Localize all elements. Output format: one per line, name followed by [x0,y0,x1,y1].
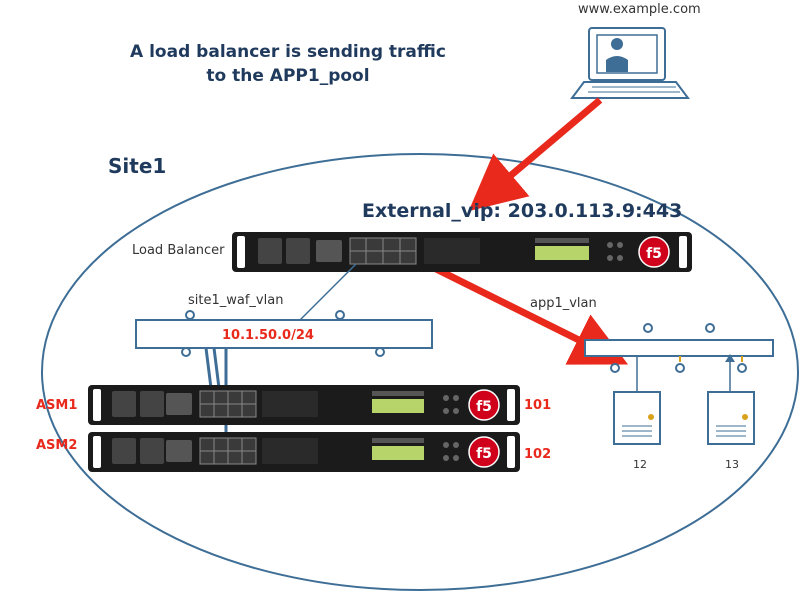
asm1-name-label: ASM1 [36,398,78,413]
server-12-label: 12 [633,458,647,471]
svg-text:f5: f5 [476,446,492,462]
asm1-id-label: 101 [524,398,552,413]
site-label: Site1 [108,154,167,178]
f5-logo-icon: f5 [468,436,500,468]
asm2-name-label: ASM2 [36,438,78,453]
asm2-id-label: 102 [524,447,552,462]
server-icon [707,391,755,445]
link-lb-to-waf-vlan [299,263,357,321]
asm2-device [88,432,520,472]
traffic-arrow-client-to-vip [468,97,603,212]
f5-logo-icon: f5 [468,389,500,421]
load-balancer-label: Load Balancer [132,243,225,258]
virtual-server-label: External_vip: 203.0.113.9:443 [362,200,683,222]
client-url-label: www.example.com [578,2,701,17]
app-vlan-label: app1_vlan [530,296,597,311]
computer-user-icon [570,27,690,99]
app-vlan-segment [584,323,774,373]
site-boundary [41,153,799,591]
waf-vlan-label: site1_waf_vlan [188,293,284,308]
f5-logo-icon: f5 [638,236,670,268]
svg-text:f5: f5 [646,246,662,262]
arrow-up-icon [725,354,735,362]
waf-subnet-label: 10.1.50.0/24 [222,328,314,343]
server-13-label: 13 [725,458,739,471]
server-icon [613,391,661,445]
svg-text:f5: f5 [476,399,492,415]
load-balancer-device [232,232,692,272]
waf-vlan-segment [135,310,433,357]
diagram-caption: A load balancer is sending traffic to th… [130,42,446,86]
asm1-device [88,385,520,425]
